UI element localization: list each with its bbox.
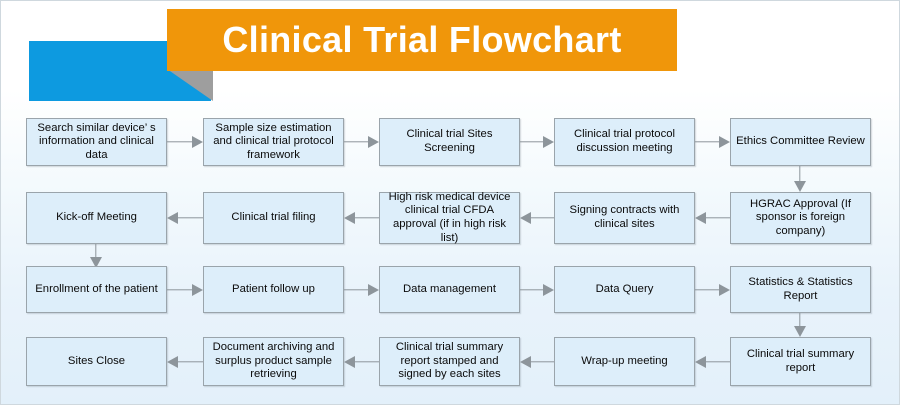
connector-line xyxy=(799,166,801,183)
connector-line xyxy=(177,361,203,363)
flow-node-label: Enrollment of the patient xyxy=(35,282,158,295)
flow-node-label: Signing contracts with clinical sites xyxy=(569,204,680,230)
flow-node-clinical-trial-summary-report[interactable]: Clinical trial summary report xyxy=(730,337,871,386)
flow-node-hgrac-approval[interactable]: HGRAC Approval (If sponsor is foreign co… xyxy=(730,192,871,244)
connector-n4-to-n5 xyxy=(695,136,730,148)
connector-n2-to-n3 xyxy=(344,136,379,148)
connector-n12-to-n13 xyxy=(344,284,379,296)
connector-n15-to-n20 xyxy=(794,313,806,337)
connector-n8-to-n9 xyxy=(344,212,379,224)
flow-node-label: Search similar device’ s information and… xyxy=(37,121,156,161)
flow-node-label: High risk medical device clinical trial … xyxy=(388,190,511,244)
connector-line xyxy=(354,361,379,363)
flow-node-sites-screening[interactable]: Clinical trial Sites Screening xyxy=(379,118,520,166)
arrow-left-icon xyxy=(520,356,531,368)
arrow-left-icon xyxy=(695,212,706,224)
arrow-right-icon xyxy=(719,284,730,296)
connector-n17-to-n18 xyxy=(344,356,379,368)
arrow-right-icon xyxy=(368,136,379,148)
connector-line xyxy=(344,141,369,143)
connector-line xyxy=(177,217,203,219)
flow-node-ethics-committee-review[interactable]: Ethics Committee Review xyxy=(730,118,871,166)
connector-n13-to-n14 xyxy=(520,284,554,296)
flow-node-data-query[interactable]: Data Query xyxy=(554,266,695,313)
flow-node-label: Sites Close xyxy=(67,354,126,367)
connector-n6-to-n7 xyxy=(695,212,730,224)
flow-node-label: Patient follow up xyxy=(232,282,315,295)
arrow-right-icon xyxy=(543,284,554,296)
connector-n18-to-n19 xyxy=(167,356,203,368)
connector-n9-to-n10 xyxy=(167,212,203,224)
flow-node-statistics-report[interactable]: Statistics & Statistics Report xyxy=(730,266,871,313)
arrow-left-icon xyxy=(167,212,178,224)
connector-line xyxy=(520,289,544,291)
arrow-down-icon xyxy=(794,181,806,192)
connector-line xyxy=(695,289,720,291)
connector-n11-to-n12 xyxy=(167,284,203,296)
flow-node-label: Clinical trial Sites Screening xyxy=(406,128,493,154)
arrow-left-icon xyxy=(167,356,178,368)
flow-node-sites-close[interactable]: Sites Close xyxy=(26,337,167,386)
flow-node-cfda-approval[interactable]: High risk medical device clinical trial … xyxy=(379,190,520,244)
connector-n3-to-n4 xyxy=(520,136,554,148)
connector-line xyxy=(705,361,730,363)
flow-node-label: Document archiving and surplus product s… xyxy=(212,341,335,381)
flow-node-label: Ethics Committee Review xyxy=(736,135,865,148)
banner-orange-block xyxy=(167,9,677,71)
arrow-left-icon xyxy=(344,212,355,224)
flow-node-label: Data Query xyxy=(595,282,654,295)
flow-node-label: Clinical trial protocol discussion meeti… xyxy=(573,128,676,154)
flow-node-label: Clinical trial summary report xyxy=(746,347,855,374)
flow-node-signing-contracts[interactable]: Signing contracts with clinical sites xyxy=(554,192,695,244)
arrow-right-icon xyxy=(192,284,203,296)
arrow-down-icon xyxy=(90,257,102,268)
flow-node-document-archiving[interactable]: Document archiving and surplus product s… xyxy=(203,337,344,386)
flow-node-protocol-discussion-meeting[interactable]: Clinical trial protocol discussion meeti… xyxy=(554,118,695,166)
flow-node-label: HGRAC Approval (If sponsor is foreign co… xyxy=(749,197,852,237)
connector-n7-to-n8 xyxy=(520,212,554,224)
connector-line xyxy=(520,141,544,143)
flow-node-summary-report-stamped[interactable]: Clinical trial summary report stamped an… xyxy=(379,337,520,386)
connector-line xyxy=(95,244,97,259)
connector-n16-to-n17 xyxy=(520,356,554,368)
connector-line xyxy=(799,313,801,328)
arrow-left-icon xyxy=(695,356,706,368)
flow-node-data-management[interactable]: Data management xyxy=(379,266,520,313)
connector-line xyxy=(695,141,720,143)
arrow-down-icon xyxy=(794,326,806,337)
arrow-left-icon xyxy=(344,356,355,368)
flow-node-label: Kick-off Meeting xyxy=(56,211,137,224)
connector-line xyxy=(344,289,369,291)
flow-node-label: Data management xyxy=(403,282,496,295)
flow-node-label: Statistics & Statistics Report xyxy=(748,275,853,302)
arrow-right-icon xyxy=(719,136,730,148)
flow-node-sample-size-estimation[interactable]: Sample size estimation and clinical tria… xyxy=(203,118,344,166)
connector-n1-to-n2 xyxy=(167,136,203,148)
connector-line xyxy=(167,141,193,143)
page-title: Clinical Trial Flowchart xyxy=(222,19,622,60)
flow-node-label: Wrap-up meeting xyxy=(581,354,668,367)
connector-line xyxy=(705,217,730,219)
arrow-right-icon xyxy=(368,284,379,296)
arrow-right-icon xyxy=(543,136,554,148)
connector-n5-to-n6 xyxy=(794,166,806,192)
connector-line xyxy=(530,361,554,363)
flow-node-label: Clinical trial summary report stamped an… xyxy=(395,341,504,381)
flow-node-kick-off-meeting[interactable]: Kick-off Meeting xyxy=(26,192,167,244)
flow-node-enrollment-of-patient[interactable]: Enrollment of the patient xyxy=(26,266,167,313)
flow-node-patient-follow-up[interactable]: Patient follow up xyxy=(203,266,344,313)
connector-n10-to-n11 xyxy=(90,244,102,268)
flow-node-label: Sample size estimation and clinical tria… xyxy=(213,121,334,161)
flow-node-wrap-up-meeting[interactable]: Wrap-up meeting xyxy=(554,337,695,386)
arrow-right-icon xyxy=(192,136,203,148)
connector-line xyxy=(167,289,193,291)
arrow-left-icon xyxy=(520,212,531,224)
connector-line xyxy=(354,217,379,219)
flow-node-search-similar-device[interactable]: Search similar device’ s information and… xyxy=(26,118,167,166)
connector-line xyxy=(530,217,554,219)
flow-node-clinical-trial-filing[interactable]: Clinical trial filing xyxy=(203,192,344,244)
flow-node-label: Clinical trial filing xyxy=(231,211,316,224)
connector-n20-to-n16 xyxy=(695,356,730,368)
connector-n14-to-n15 xyxy=(695,284,730,296)
